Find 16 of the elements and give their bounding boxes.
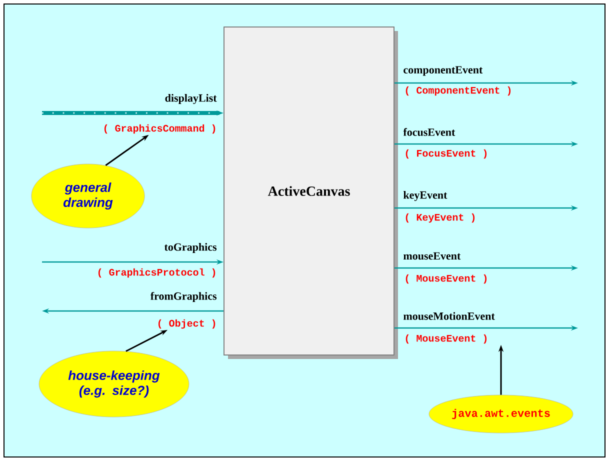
edge-label: keyEvent: [402, 190, 448, 202]
edge-label: toGraphics: [163, 242, 218, 254]
type-label: ( FocusEvent ): [406, 149, 487, 159]
type-label: ( Object ): [158, 319, 216, 329]
edge-label: mouseMotionEvent: [402, 311, 496, 321]
edge-label: componentEvent: [402, 65, 484, 77]
type-label: ( GraphicsCommand ): [104, 124, 216, 134]
edge-label: focusEvent: [402, 127, 456, 137]
type-label: ( ComponentEvent ): [406, 86, 511, 96]
type-label: ( GraphicsProtocol ): [98, 268, 216, 278]
process-box: ActiveCanvas: [224, 26, 398, 359]
edge-label: fromGraphics: [149, 290, 218, 304]
type-label: ( KeyEvent ): [406, 213, 475, 223]
edge-label: displayList: [164, 93, 218, 105]
type-label: ( MouseEvent ): [406, 334, 487, 344]
type-label: ( MouseEvent ): [406, 274, 487, 284]
